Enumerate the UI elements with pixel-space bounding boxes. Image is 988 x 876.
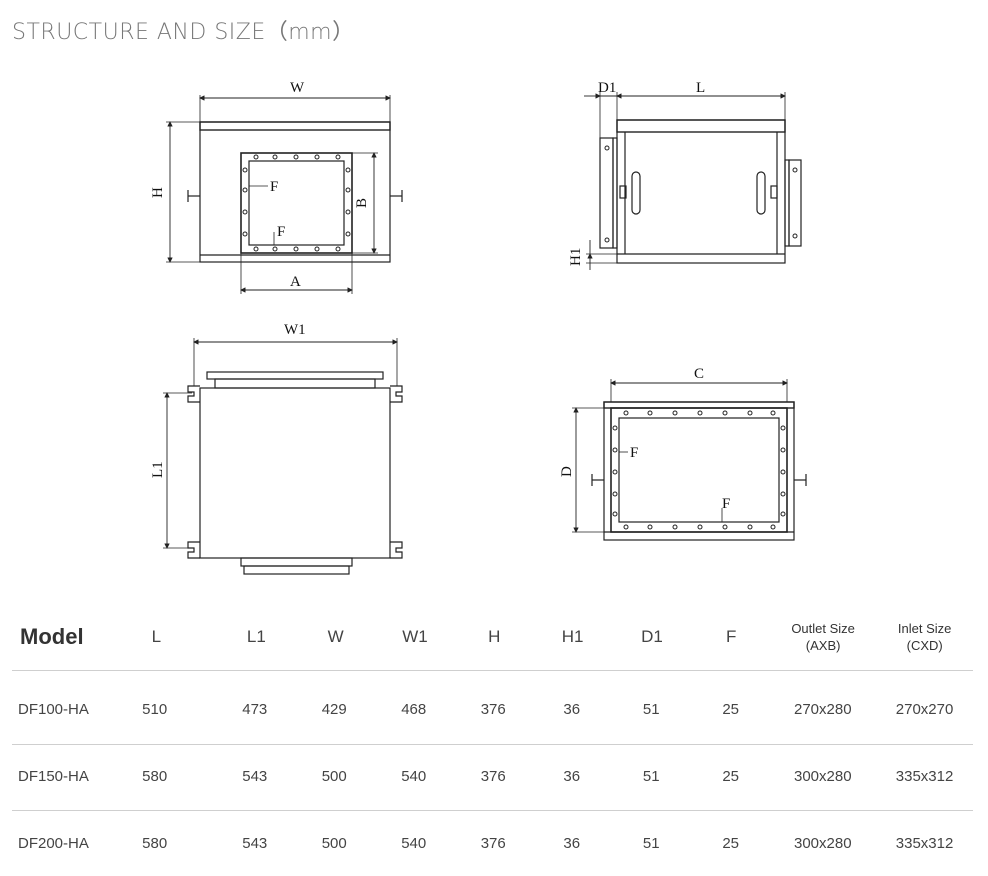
cell-w: 500 bbox=[321, 767, 347, 785]
header-l1: L1 bbox=[246, 627, 266, 646]
cell-inlet: 270x270 bbox=[895, 700, 954, 718]
cell-d1: 51 bbox=[642, 700, 660, 718]
label-h1: H1 bbox=[568, 248, 584, 266]
cell-outlet: 300x280 bbox=[794, 834, 852, 852]
header-inlet-sub: (CXD) bbox=[906, 638, 943, 653]
side-view-bolts bbox=[604, 145, 798, 243]
cell-f: 25 bbox=[722, 767, 740, 785]
cell-h: 376 bbox=[480, 700, 506, 718]
cell-d1: 51 bbox=[642, 767, 660, 785]
page-title: STRUCTURE AND SIZE（mm） bbox=[12, 20, 355, 45]
cell-inlet: 335x312 bbox=[895, 834, 954, 852]
table-divider bbox=[12, 670, 973, 671]
label-l: L bbox=[696, 80, 705, 96]
header-outlet-sub: (AXB) bbox=[805, 638, 841, 653]
label-d1: D1 bbox=[598, 80, 616, 96]
label-c: C bbox=[694, 366, 704, 382]
cell-l: 510 bbox=[142, 700, 168, 718]
cell-inlet: 335x312 bbox=[895, 767, 954, 785]
label-w1: W1 bbox=[284, 322, 306, 338]
cell-model: DF200-HA bbox=[18, 834, 89, 852]
cell-l1: 543 bbox=[242, 767, 268, 785]
cell-f: 25 bbox=[722, 700, 740, 718]
front-view-bolts bbox=[242, 154, 351, 252]
label-f-1: F bbox=[270, 179, 278, 195]
cell-l: 580 bbox=[142, 834, 168, 852]
label-d: D bbox=[559, 466, 575, 477]
table-divider bbox=[12, 744, 973, 745]
header-model: Model bbox=[20, 624, 84, 649]
label-f-4: F bbox=[722, 496, 730, 512]
label-f-2: F bbox=[277, 224, 285, 240]
header-l: L bbox=[151, 627, 162, 646]
back-view bbox=[572, 379, 807, 541]
cell-l: 580 bbox=[142, 767, 168, 785]
cell-w1: 540 bbox=[401, 834, 427, 852]
header-f: F bbox=[726, 627, 737, 646]
cell-model: DF150-HA bbox=[18, 767, 89, 785]
cell-h1: 36 bbox=[563, 834, 581, 852]
header-outlet-label: Outlet Size bbox=[791, 621, 855, 636]
header-inlet-label: Inlet Size bbox=[897, 621, 952, 636]
structure-drawing: W H B A F F D1 bbox=[150, 80, 807, 575]
cell-h1: 36 bbox=[563, 767, 581, 785]
cell-model: DF100-HA bbox=[18, 700, 89, 718]
label-b: B bbox=[354, 198, 370, 208]
cell-outlet: 270x280 bbox=[794, 700, 852, 718]
label-a: A bbox=[290, 274, 301, 290]
header-w: W bbox=[327, 627, 344, 646]
cell-outlet: 300x280 bbox=[794, 767, 852, 785]
label-f-3: F bbox=[630, 445, 638, 461]
cell-l1: 543 bbox=[242, 834, 268, 852]
label-h: H bbox=[150, 187, 166, 198]
header-h: H bbox=[488, 627, 501, 646]
header-inlet: Inlet Size (CXD) bbox=[876, 620, 973, 654]
cell-w: 500 bbox=[321, 834, 347, 852]
cell-d1: 51 bbox=[642, 834, 660, 852]
cell-w1: 540 bbox=[401, 767, 427, 785]
table-row: DF100-HA 510 473 429 468 376 36 51 25 27… bbox=[12, 676, 973, 742]
side-view bbox=[584, 92, 802, 270]
table-row: DF150-HA 580 543 500 540 376 36 51 25 30… bbox=[12, 743, 973, 809]
top-view bbox=[163, 338, 403, 575]
back-view-bolts bbox=[612, 410, 786, 530]
cell-h: 376 bbox=[480, 834, 506, 852]
header-w1: W1 bbox=[402, 627, 428, 646]
cell-l1: 473 bbox=[242, 700, 268, 718]
front-view bbox=[166, 95, 403, 294]
cell-h: 376 bbox=[480, 767, 506, 785]
cell-w1: 468 bbox=[401, 700, 427, 718]
label-w: W bbox=[290, 80, 305, 96]
cell-f: 25 bbox=[722, 834, 740, 852]
header-d1: D1 bbox=[641, 627, 663, 646]
table-row: DF200-HA 580 543 500 540 376 36 51 25 30… bbox=[12, 810, 973, 876]
cell-h1: 36 bbox=[563, 700, 581, 718]
table-divider bbox=[12, 810, 973, 811]
table-header-row: Model L L1 W W1 H H1 D1 F Outlet Size (A… bbox=[12, 604, 973, 670]
header-h1: H1 bbox=[561, 627, 584, 646]
header-outlet: Outlet Size (AXB) bbox=[770, 620, 876, 654]
label-l1: L1 bbox=[150, 461, 166, 478]
cell-w: 429 bbox=[321, 700, 347, 718]
